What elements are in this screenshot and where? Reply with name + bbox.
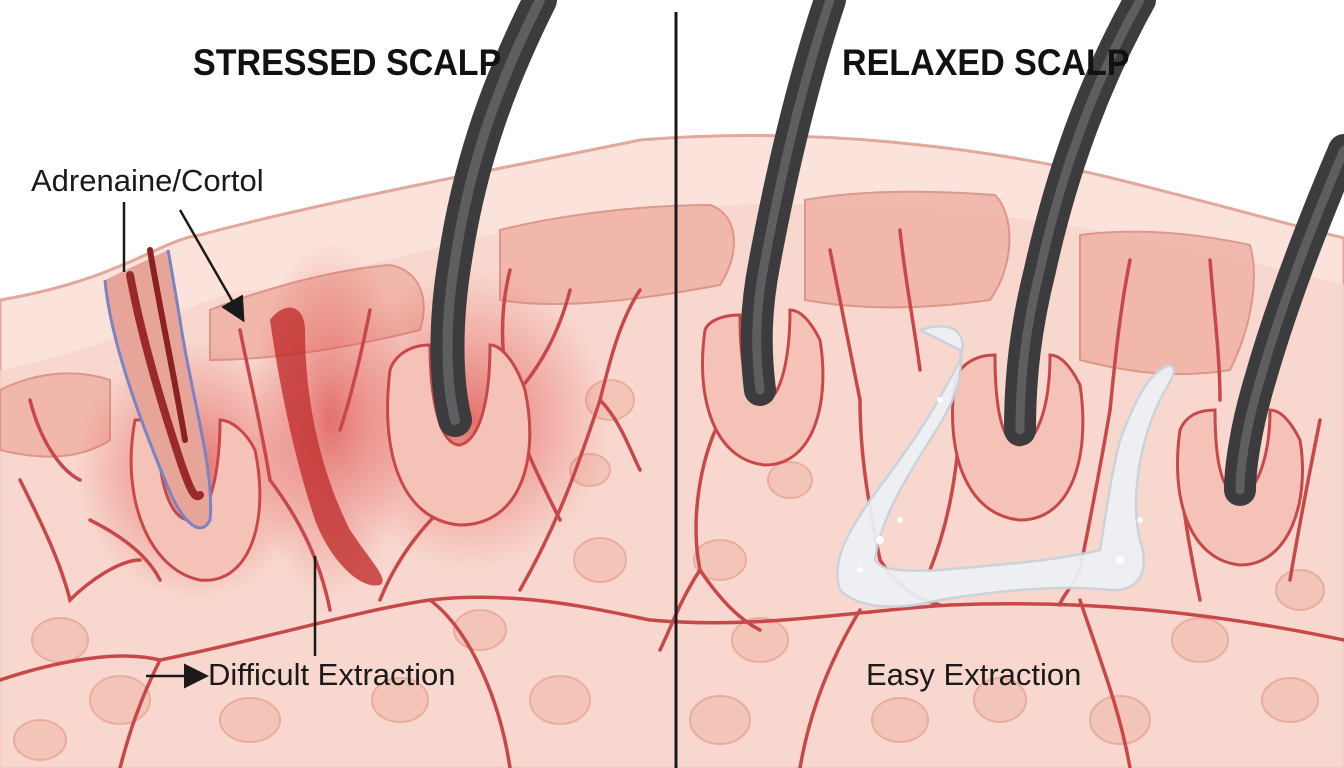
skin-cells bbox=[13, 379, 1325, 761]
sebum-flow bbox=[836, 325, 1176, 608]
hair-shafts bbox=[430, 0, 1344, 506]
constricted-channel bbox=[270, 307, 383, 586]
callout-lines bbox=[122, 202, 317, 689]
relaxed-scalp-title: RELAXED SCALP bbox=[842, 42, 1130, 83]
blood-vessels bbox=[0, 228, 1344, 768]
stressed-scalp-title: STRESSED SCALP bbox=[193, 42, 502, 83]
follicles bbox=[129, 308, 1304, 582]
difficult-extraction-label: Difficult Extraction bbox=[208, 657, 456, 692]
hormone-label: Adrenaine/Cortol bbox=[31, 163, 264, 198]
sebum-droplets bbox=[857, 397, 1143, 573]
arrow-icon bbox=[178, 209, 245, 323]
easy-extraction-label: Easy Extraction bbox=[866, 657, 1082, 692]
stressed-follicle bbox=[103, 247, 213, 530]
